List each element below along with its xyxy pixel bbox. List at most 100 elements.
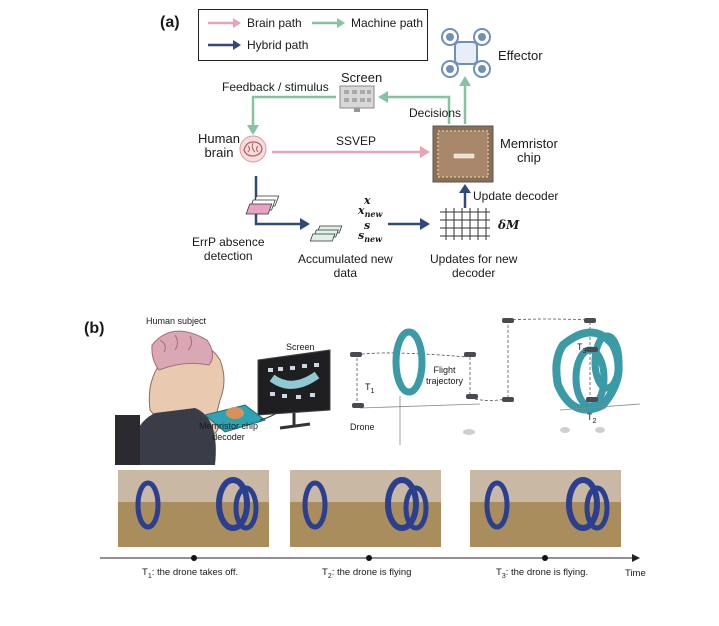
timeline (100, 554, 640, 562)
accum-line2: data (333, 266, 358, 280)
ssvep-label: SSVEP (336, 134, 377, 148)
caption-t2: T2: the drone is flying (322, 567, 411, 580)
caption-t3-sub: 3 (501, 572, 506, 580)
arrow-screen-to-brain (251, 95, 336, 125)
arrow-brain-to-data (254, 176, 300, 226)
caption-t2-text: : the drone is flying (331, 567, 412, 578)
drone-label: Drone (350, 422, 375, 432)
legend-brain-label: Brain path (247, 16, 302, 30)
memristor-chip-label: Memristor chip (500, 137, 558, 165)
errp-line1: ErrP absence (192, 235, 265, 249)
memristor-line2: chip (516, 150, 541, 165)
ground-lines (359, 396, 641, 445)
feedback-label: Feedback / stimulus (222, 80, 329, 94)
caption-t1-text: : the drone takes off. (151, 567, 239, 578)
legend: Brain path Machine path Hybrid path (198, 9, 428, 61)
photo-t3 (470, 470, 621, 547)
flight-line1: Flight (433, 365, 456, 375)
decoder-label: Memristor chip decoder (199, 421, 258, 443)
t1-marker-sub: 1 (370, 387, 375, 395)
memristor-line1: Memristor (500, 136, 558, 151)
t1-marker-t: T (365, 382, 371, 392)
t3-marker: T3 (577, 340, 586, 359)
human-brain-line2: brain (204, 145, 234, 160)
screen-b-label: Screen (286, 342, 315, 352)
screen-icon (339, 85, 375, 112)
t2-marker-sub: 2 (592, 417, 597, 425)
errp-line2: detection (203, 249, 253, 263)
timeline-dot-t3 (542, 555, 548, 561)
timeline-dot-t2 (366, 555, 372, 561)
photo-t2 (290, 470, 441, 547)
human-brain-label: Human brain (196, 132, 242, 160)
math-s-new-base: s (358, 229, 365, 242)
math-x-new: xnew (358, 204, 382, 219)
math-s-new: snew (358, 229, 382, 244)
updates-line1: Updates for new (430, 252, 518, 266)
monitor-illustration (257, 349, 331, 430)
photo-t1-scene (118, 470, 269, 547)
photo-t3-scene (470, 470, 621, 547)
t3-marker-sub: 3 (582, 347, 587, 355)
brain-icon (239, 135, 267, 163)
flight-trajectory-label: Flight trajectory (426, 365, 463, 387)
caption-t3-text: : the drone is flying. (505, 567, 589, 578)
hybrid-arrow-icon (208, 40, 241, 50)
caption-t2-t: T (322, 567, 328, 578)
caption-t1-sub: 1 (147, 572, 152, 580)
panel-a-graphics (239, 28, 494, 242)
updates-line2: decoder (452, 266, 496, 280)
accumulated-data-label: Accumulated new data (298, 252, 393, 280)
legend-brain-path: Brain path (207, 16, 302, 30)
t3-marker-t: T (577, 342, 583, 352)
decisions-label: Decisions (409, 106, 462, 120)
math-s-new-sub: new (364, 234, 382, 245)
photo-t2-scene (290, 470, 441, 547)
crossbar-array-icon (440, 208, 490, 240)
photo-t1 (118, 470, 269, 547)
screen-label: Screen (341, 70, 383, 85)
caption-t1-t: T (142, 567, 148, 578)
panel-b-label: (b) (84, 320, 105, 337)
arrow-chip-to-screen (388, 95, 451, 124)
caption-t1: T1: the drone takes off. (142, 567, 238, 580)
t2-marker: T2 (587, 410, 596, 429)
human-subject-label: Human subject (146, 316, 207, 326)
update-decoder-label: Update decoder (473, 189, 559, 203)
legend-machine-path: Machine path (311, 16, 423, 30)
memristor-chip-icon (432, 125, 494, 183)
timeline-arrowhead (632, 554, 640, 562)
accum-line1: Accumulated new (298, 252, 393, 266)
drone-shadows (463, 427, 605, 435)
updates-label: Updates for new decoder (430, 252, 517, 280)
decoder-line1: Memristor chip (199, 421, 259, 431)
brain-arrow-icon (208, 18, 241, 28)
effector-label: Effector (498, 48, 543, 63)
human-subject-illustration (115, 330, 225, 465)
t2-marker-t: T (587, 412, 593, 422)
decoder-line2: decoder (212, 432, 245, 442)
math-x-new-base: x (358, 204, 365, 217)
caption-t2-sub: 2 (327, 572, 332, 580)
errp-label: ErrP absence detection (192, 235, 265, 263)
human-brain-line1: Human (198, 131, 240, 146)
math-delta-m: δM (498, 218, 520, 232)
drone-icon (350, 318, 598, 408)
legend-hybrid-path: Hybrid path (207, 38, 308, 52)
panel-b-graphics (115, 318, 641, 465)
timeline-dot-t1 (191, 555, 197, 561)
effector-drone-icon (441, 28, 491, 78)
caption-t3: T3: the drone is flying. (496, 567, 588, 580)
math-x: x (364, 194, 371, 207)
time-label: Time (625, 568, 646, 579)
t1-marker: T1 (365, 380, 374, 399)
math-s: s (364, 219, 371, 232)
legend-machine-label: Machine path (351, 16, 424, 30)
caption-t3-t: T (496, 567, 502, 578)
accumulated-data-stack-icon (245, 195, 343, 242)
machine-arrow-icon (312, 18, 345, 28)
math-x-new-sub: new (364, 209, 383, 220)
panel-a-label: (a) (160, 14, 180, 31)
legend-hybrid-label: Hybrid path (247, 38, 309, 52)
flight-line2: trajectory (426, 376, 464, 386)
